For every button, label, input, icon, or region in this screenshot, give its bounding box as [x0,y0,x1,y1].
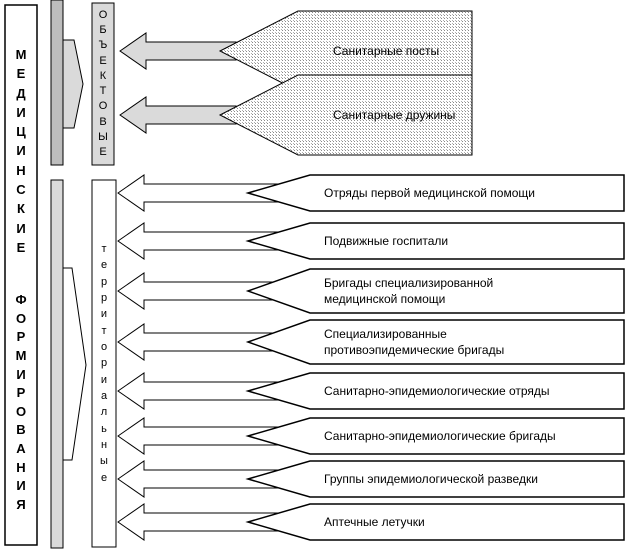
object-connector-arrow [62,39,84,129]
vertical-letter: Я [16,496,26,512]
vertical-letter: Е [99,145,107,158]
vertical-letter: О [98,9,108,21]
vertical-letter: Р [16,329,26,345]
vertical-letter: В [16,422,26,438]
vertical-letter: л [100,406,108,419]
vertical-letter: р [100,275,108,288]
vertical-letter: и [100,373,108,386]
vertical-letter: В [99,115,107,128]
vertical-letter: е [100,471,108,484]
object-item-box [218,74,473,156]
vertical-letter: Б [99,24,107,37]
object-item-arrow [119,32,237,70]
territorial-item-box [245,319,625,365]
vertical-letter: р [100,292,108,305]
main-title-box [4,4,38,546]
territorial-item-box [245,268,625,314]
item-boxes [218,10,625,541]
item-arrows [117,32,319,541]
vertical-letter: И [16,220,26,236]
vertical-letter: Ы [98,130,108,143]
vertical-letter: н [100,439,108,452]
territorial-item-box [245,222,625,260]
vertical-letter: р [100,357,108,370]
territorial-item-label: Группы эпидемиологической разведки [324,472,538,486]
vertical-letter: а [100,390,108,403]
territorial-item-box [245,372,625,410]
vertical-letter: Е [16,66,26,82]
vertical-letter: И [16,366,26,382]
vertical-letter: И [16,104,26,120]
territorial-item-label: Санитарно-эпидемиологические отряды [324,384,550,398]
vertical-letter: ь [101,422,107,435]
territorial-item-box [245,503,625,541]
vertical-letter: Т [99,85,107,98]
territorial-item-label: Аптечные летучки [324,515,425,529]
territorial-item-label: Отряды первой медицинской помощи [324,186,535,200]
vertical-letter: А [16,441,26,456]
vertical-letter: М [15,347,27,363]
vertical-letter: е [100,259,108,272]
vertical-letter: И [16,478,26,494]
vertical-letter: о [100,341,108,354]
territorial-connector-bar [50,179,64,549]
vertical-letter: О [15,403,27,419]
vertical-letter: К [99,69,107,82]
vertical-letter: Е [16,239,26,255]
vertical-letter: О [98,100,108,113]
vertical-letter: Ъ [98,39,108,52]
vertical-letter: и [100,308,108,321]
vertical-letter: Ц [16,124,26,140]
vertical-letter: Р [16,385,26,401]
territorial-item-label: Подвижные госпитали [324,234,449,248]
vertical-letter: т [101,243,107,255]
object-connector-bar [50,0,64,166]
vertical-letter: И [16,143,26,159]
territorial-item-box [245,460,625,498]
vertical-letter: М [15,47,27,62]
vertical-letter: Н [16,459,26,475]
territorial-item-box [245,174,625,212]
territorial-connector-arrow [62,267,87,461]
vertical-letter: ы [100,455,108,468]
vertical-letter: С [16,182,26,198]
territorial-item-label: Санитарно-эпидемиологические бригады [324,429,556,443]
object-group-box [91,2,115,166]
vertical-letter: т [101,324,107,337]
vertical-letter: К [17,201,25,217]
vertical-letter: Ф [15,292,27,307]
territorial-item-box [245,417,625,455]
vertical-letter: Н [16,162,26,178]
vertical-letter: Е [99,54,107,67]
object-item-arrow [119,96,237,134]
vertical-letter: Д [16,85,26,101]
territorial-group-box [91,179,117,548]
object-item-label: Санитарные дружины [333,108,456,122]
object-item-label: Санитарные посты [333,44,440,58]
vertical-letter: О [15,310,27,326]
